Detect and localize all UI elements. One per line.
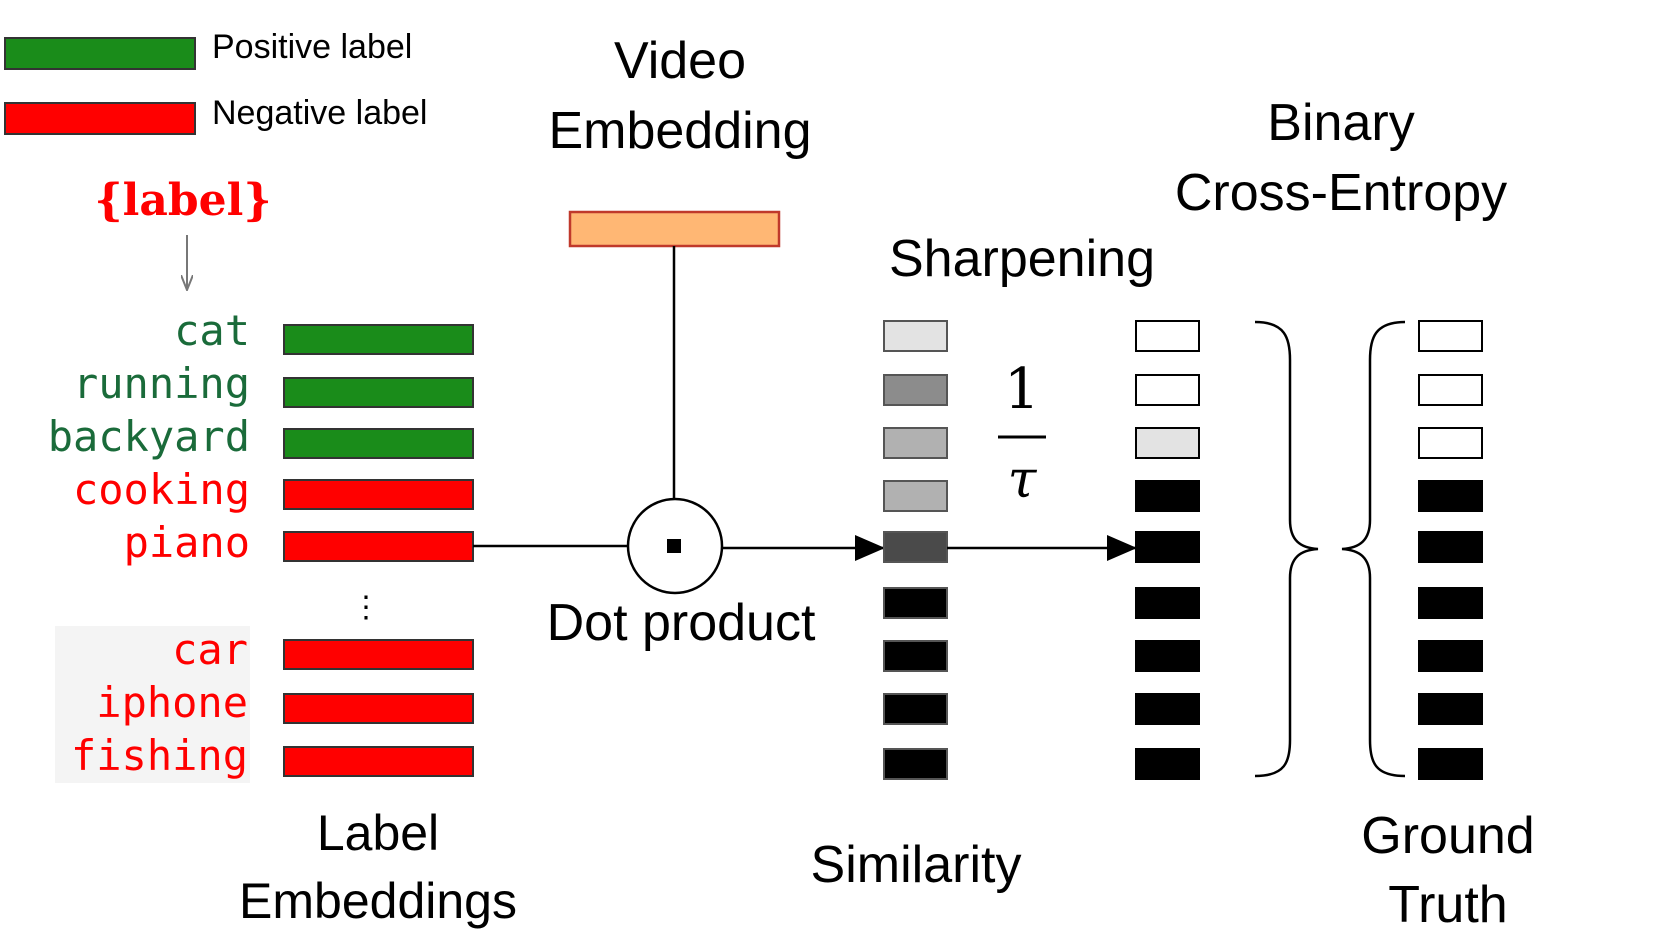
label-word: car [172, 625, 248, 674]
similarity-cell [883, 480, 948, 512]
legend: Positive label Negative label [4, 28, 427, 135]
label-word: backyard [48, 412, 250, 461]
label-words: cat running backyard cooking piano car i… [48, 306, 250, 780]
ground-truth-title-line1: Ground [1361, 807, 1534, 865]
video-embedding-title-line1: Video [614, 32, 746, 90]
sharpened-cell [1135, 693, 1200, 725]
ellipsis: ⋮ [351, 591, 381, 624]
label-embedding-bars [283, 324, 474, 777]
similarity-cell [883, 374, 948, 406]
label-group-background [55, 626, 250, 783]
ground-truth-cell [1418, 374, 1483, 406]
ground-truth-cell [1418, 427, 1483, 459]
label-word: cooking [73, 465, 250, 514]
ground-truth-cell [1418, 693, 1483, 725]
label-template-token: {label} [94, 175, 271, 226]
ground-truth-title-line2: Truth [1388, 876, 1507, 934]
similarity-cell [883, 640, 948, 672]
opening-brace [1341, 320, 1406, 778]
sharpened-cell [1135, 640, 1200, 672]
ground-truth-cell [1418, 480, 1483, 512]
sharpened-cell [1135, 374, 1200, 406]
label-word: running [73, 359, 250, 408]
similarity-column [883, 320, 948, 780]
label-embeddings-title-line2: Embeddings [239, 873, 517, 929]
similarity-cell [883, 693, 948, 725]
sharpened-cell [1135, 748, 1200, 780]
label-embedding-bar [283, 479, 474, 510]
similarity-cell [883, 531, 948, 563]
ground-truth-cell [1418, 531, 1483, 563]
legend-negative-swatch [4, 102, 196, 135]
similarity-cell [883, 427, 948, 459]
label-embedding-bar [283, 324, 474, 355]
label-word: iphone [96, 678, 248, 727]
ground-truth-column [1418, 320, 1483, 780]
closing-brace [1254, 320, 1319, 778]
similarity-label: Similarity [811, 836, 1022, 894]
label-word: piano [124, 518, 250, 567]
ground-truth-cell [1418, 640, 1483, 672]
sharpened-cell [1135, 480, 1200, 512]
sharpened-cell [1135, 320, 1200, 352]
legend-negative-label: Negative label [212, 94, 427, 132]
video-embedding-bar [568, 210, 781, 248]
ground-truth-cell [1418, 320, 1483, 352]
dot-product-label: Dot product [547, 594, 816, 652]
sharpening-title: Sharpening [889, 230, 1155, 288]
bce-title-line1: Binary [1267, 94, 1414, 152]
fraction-denominator: τ [1008, 450, 1038, 510]
label-embedding-bar [283, 639, 474, 670]
label-embedding-bar [283, 428, 474, 459]
video-embedding-title-line2: Embedding [548, 102, 811, 160]
label-word: cat [174, 306, 250, 355]
fraction-numerator: 1 [1004, 357, 1040, 422]
label-embedding-bar [283, 693, 474, 724]
similarity-cell [883, 320, 948, 352]
ground-truth-cell [1418, 748, 1483, 780]
label-embedding-bar [283, 531, 474, 562]
sharpened-cell [1135, 587, 1200, 619]
label-embedding-bar [283, 377, 474, 408]
label-embeddings-title-line1: Label [317, 805, 439, 861]
label-embedding-bar [283, 746, 474, 777]
similarity-cell [883, 587, 948, 619]
sharpened-column [1135, 320, 1200, 780]
sharpened-cell [1135, 531, 1200, 563]
dot-product-dot [667, 539, 681, 553]
bce-title-line2: Cross-Entropy [1175, 164, 1507, 222]
legend-positive-label: Positive label [212, 28, 412, 66]
similarity-cell [883, 748, 948, 780]
ground-truth-cell [1418, 587, 1483, 619]
legend-positive-swatch [4, 37, 196, 70]
sharpened-cell [1135, 427, 1200, 459]
label-word: fishing [71, 731, 248, 780]
